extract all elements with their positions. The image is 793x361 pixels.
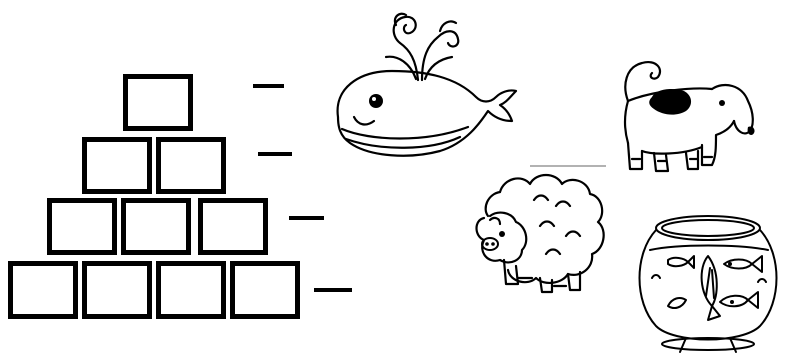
pyramid-box-row4-2[interactable] — [82, 261, 152, 319]
pyramid-box-row4-1[interactable] — [8, 261, 78, 319]
pyramid-box-row4-3[interactable] — [156, 261, 226, 319]
answer-line-row3[interactable] — [289, 216, 324, 220]
answer-line-row1[interactable] — [253, 84, 284, 88]
pyramid-box-row1-1[interactable] — [123, 74, 193, 131]
pyramid-box-row4-4[interactable] — [230, 261, 300, 319]
pyramid-box-row3-1[interactable] — [47, 198, 117, 255]
whale-icon — [330, 5, 520, 165]
pyramid-box-row2-2[interactable] — [156, 137, 226, 194]
dog-icon — [612, 55, 762, 180]
answer-line-row4[interactable] — [314, 288, 352, 292]
pyramid-box-row3-2[interactable] — [121, 198, 191, 255]
pyramid-box-row2-1[interactable] — [82, 137, 152, 194]
answer-line-row2[interactable] — [258, 152, 292, 156]
pyramid-box-row3-3[interactable] — [198, 198, 268, 255]
fishbowl-icon — [628, 198, 788, 358]
sheep-icon — [470, 160, 610, 305]
